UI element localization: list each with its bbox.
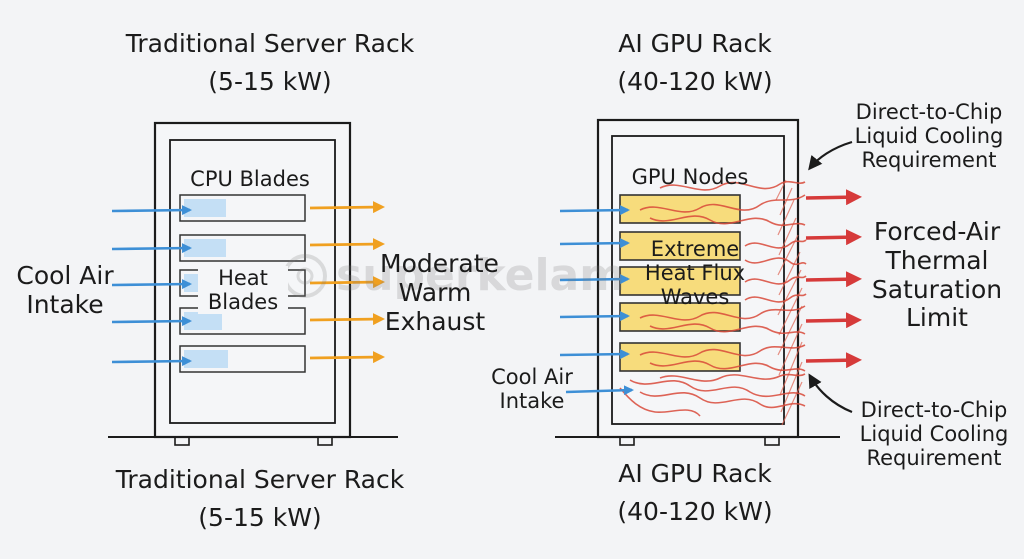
- left-subtitle-bottom: (5-15 kW): [198, 503, 322, 532]
- hot-exhaust-arrow: [805, 312, 862, 329]
- cool-air-arrow: [559, 311, 630, 322]
- cool-air-arrow: [559, 205, 630, 216]
- right-subtitle-bottom: (40-120 kW): [617, 497, 773, 526]
- right-rack-foot: [764, 436, 780, 446]
- right-intake-label: Cool Air Intake: [491, 365, 573, 414]
- forced-air-label: Forced-Air Thermal Saturation Limit: [871, 217, 1003, 333]
- hot-exhaust-arrows: [805, 189, 862, 369]
- right-title-top: AI GPU Rack: [618, 29, 772, 58]
- right-title-bottom: AI GPU Rack: [618, 459, 772, 488]
- warm-exhaust-arrow: [309, 313, 385, 326]
- gpu-node: [619, 266, 741, 296]
- gpu-node: [619, 231, 741, 261]
- heat-blades-label: Heat Blades: [198, 266, 288, 315]
- cool-air-arrow: [111, 205, 192, 216]
- right-subtitle-top: (40-120 kW): [617, 67, 773, 96]
- blade-cool-shading: [184, 350, 228, 368]
- left-title-top: Traditional Server Rack: [125, 29, 415, 58]
- left-exhaust-arrows: [309, 201, 385, 364]
- hot-exhaust-arrow: [805, 189, 862, 206]
- blade-cool-shading: [184, 199, 226, 217]
- cool-air-arrow: [559, 349, 630, 360]
- cool-air-arrow: [111, 279, 192, 290]
- dtc-top-label: Direct-to-Chip Liquid Cooling Requiremen…: [854, 100, 1004, 173]
- cool-air-arrow: [559, 238, 630, 249]
- hot-exhaust-arrow: [805, 229, 862, 246]
- blade-cool-shading: [184, 312, 222, 330]
- cpu-blades-label: CPU Blades: [190, 167, 310, 191]
- heat-flux-waves: [619, 180, 807, 417]
- cool-air-arrow: [565, 385, 634, 396]
- cool-air-arrow: [111, 356, 192, 367]
- cool-air-arrow: [111, 316, 192, 327]
- left-subtitle-top: (5-15 kW): [208, 67, 332, 96]
- warm-exhaust-arrow: [309, 351, 385, 364]
- gpu-nodes: [619, 194, 741, 372]
- warm-exhaust-arrow: [309, 238, 385, 251]
- left-rack-foot: [317, 436, 333, 446]
- right-rack-foot: [619, 436, 635, 446]
- left-title-bottom: Traditional Server Rack: [115, 465, 405, 494]
- gpu-nodes-label: GPU Nodes: [631, 165, 749, 189]
- dtc-bottom-label: Direct-to-Chip Liquid Cooling Requiremen…: [859, 398, 1009, 471]
- left-intake-arrows: [111, 205, 192, 367]
- cool-air-arrow: [559, 274, 630, 285]
- exhaust-label: Moderate Warm Exhaust: [380, 249, 499, 336]
- left-intake-label: Cool Air Intake: [16, 261, 114, 319]
- warm-exhaust-arrow: [309, 201, 385, 214]
- hot-exhaust-arrow: [805, 271, 862, 288]
- heat-flux-label: Extreme Heat Flux Waves: [644, 237, 746, 310]
- cool-air-arrow: [111, 243, 192, 254]
- warm-exhaust-arrow: [309, 276, 385, 289]
- left-rack-foot: [174, 436, 190, 446]
- ai-gpu-rack: [555, 118, 862, 446]
- hot-exhaust-arrow: [805, 352, 862, 369]
- right-intake-arrows: [559, 205, 634, 396]
- blade-cool-shading: [184, 239, 226, 257]
- dtc-bottom-pointer: [808, 373, 853, 414]
- dtc-top-pointer: [808, 140, 853, 171]
